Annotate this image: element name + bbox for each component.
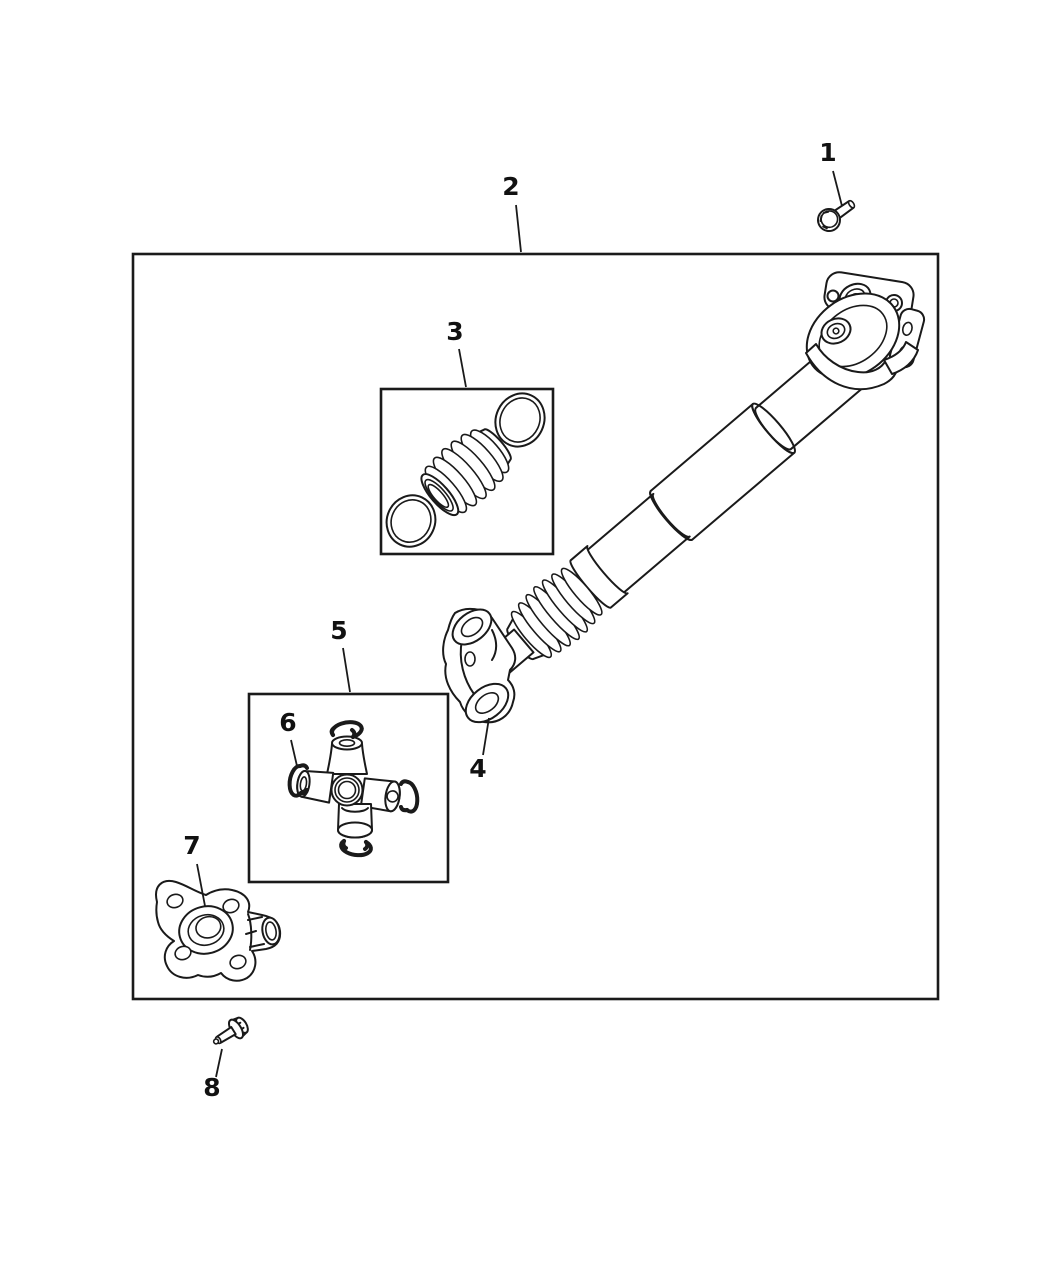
main-assembly-box (131, 252, 940, 1001)
callout-1-label: 1 (819, 138, 836, 167)
leader-7 (196, 863, 206, 907)
clamp-ring-upper (494, 392, 546, 448)
flange-bolt-hole (229, 954, 247, 970)
flange-center-boss (178, 905, 234, 955)
bearing-cup-bottom (337, 803, 373, 839)
u-joint-cross (296, 735, 401, 839)
yoke-eye-lower (464, 682, 510, 724)
clamp-ring-lower (385, 494, 437, 548)
callout-3-label: 3 (446, 317, 463, 346)
snap-rings (287, 720, 420, 858)
shaft-collar (569, 545, 629, 609)
bolt-upper (817, 199, 856, 232)
callout-4-label: 4 (469, 754, 486, 783)
callout-leaders (196, 170, 843, 1078)
companion-flange (155, 880, 282, 982)
flange-bolt-hole (222, 898, 240, 914)
cv-joint-bearing (820, 317, 852, 345)
callout-7-label: 7 (183, 831, 200, 860)
shaft-end-yoke (442, 607, 517, 724)
bearing-cup-top (326, 735, 368, 775)
leader-3 (458, 348, 467, 388)
boot-kit-box (379, 387, 555, 556)
yoke-eye-upper (451, 608, 493, 646)
leader-6 (290, 739, 298, 767)
snap-ring-bottom (339, 839, 373, 858)
callout-labels: 1 2 3 4 5 6 7 8 (183, 138, 836, 1102)
leader-2 (515, 204, 522, 253)
callout-6-label: 6 (279, 708, 296, 737)
flange-bolt-hole (174, 945, 192, 961)
snap-ring-right (405, 780, 420, 814)
bearing-cup-left (296, 769, 335, 804)
u-joint-kit-box (247, 692, 450, 884)
flange-stub-bore (261, 916, 281, 946)
cv-joint (805, 271, 926, 391)
leader-4 (482, 717, 490, 756)
callout-8-label: 8 (203, 1073, 220, 1102)
bolt-lower (212, 1016, 249, 1045)
leader-1 (832, 170, 843, 207)
callout-2-label: 2 (502, 172, 519, 201)
callout-5-label: 5 (330, 616, 347, 645)
snap-ring-left (287, 764, 303, 798)
shaft-boot (506, 567, 603, 661)
flange-bolt-hole (166, 893, 184, 909)
boot (420, 428, 512, 517)
leader-8 (215, 1048, 223, 1078)
drive-shaft-tube (487, 345, 864, 676)
leader-5 (342, 647, 351, 693)
